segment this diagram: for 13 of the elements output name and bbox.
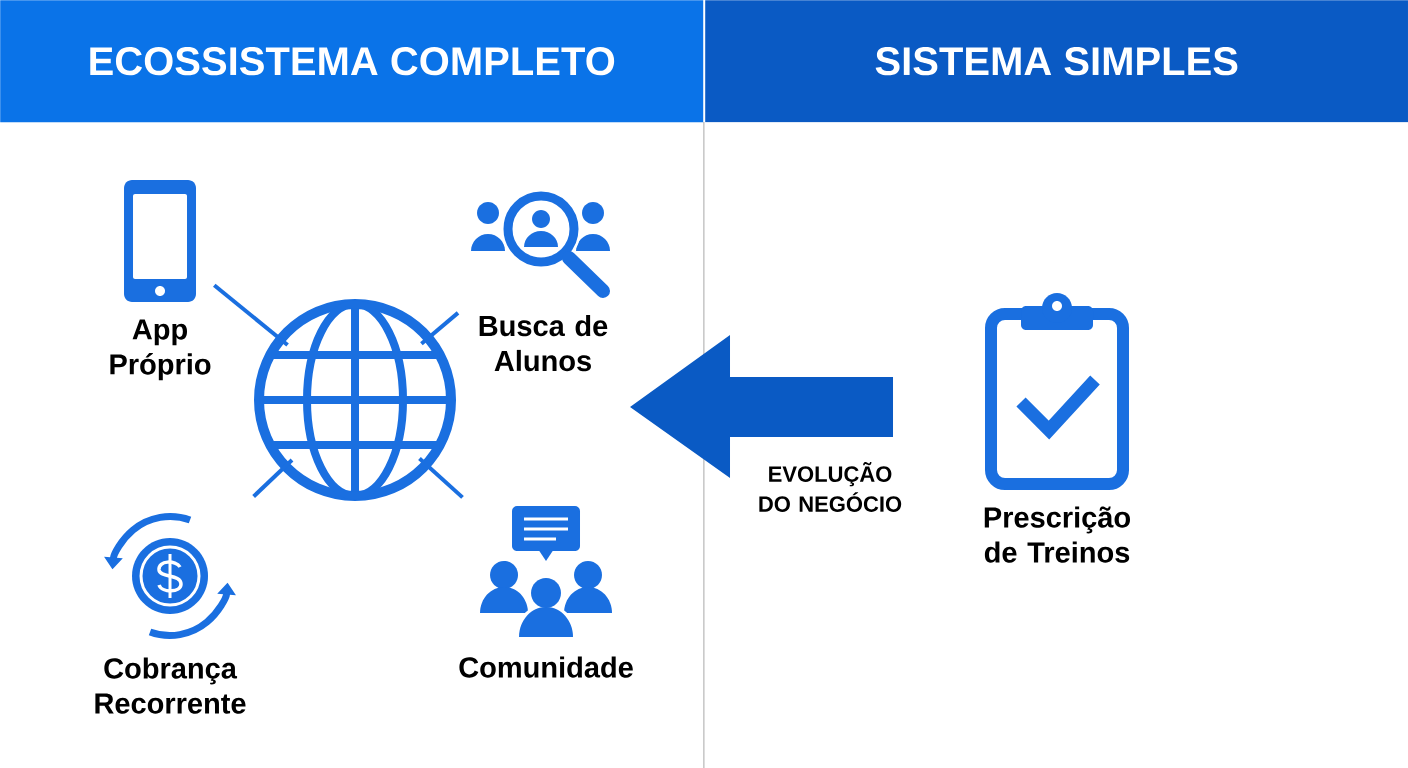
header-band: ECOSSISTEMA COMPLETO xyxy=(0,0,704,123)
globe-icon xyxy=(254,299,456,501)
icon-caption: Prescrição de Treinos xyxy=(984,506,1130,563)
icon-caption: App Próprio xyxy=(110,319,211,381)
header-band: SISTEMA SIMPLES xyxy=(705,0,1408,123)
arrow-caption: EVOLUÇÃO DO NEGÓCIO xyxy=(759,462,902,512)
connector-line xyxy=(252,458,294,498)
connector-line xyxy=(213,283,289,347)
icon-caption: Busca de Alunos xyxy=(479,314,608,372)
connector-line xyxy=(420,311,460,346)
icon-caption: Comunidade xyxy=(459,656,633,678)
icon-caption: Cobrança Recorrente xyxy=(95,657,246,714)
connector-line xyxy=(418,456,464,499)
